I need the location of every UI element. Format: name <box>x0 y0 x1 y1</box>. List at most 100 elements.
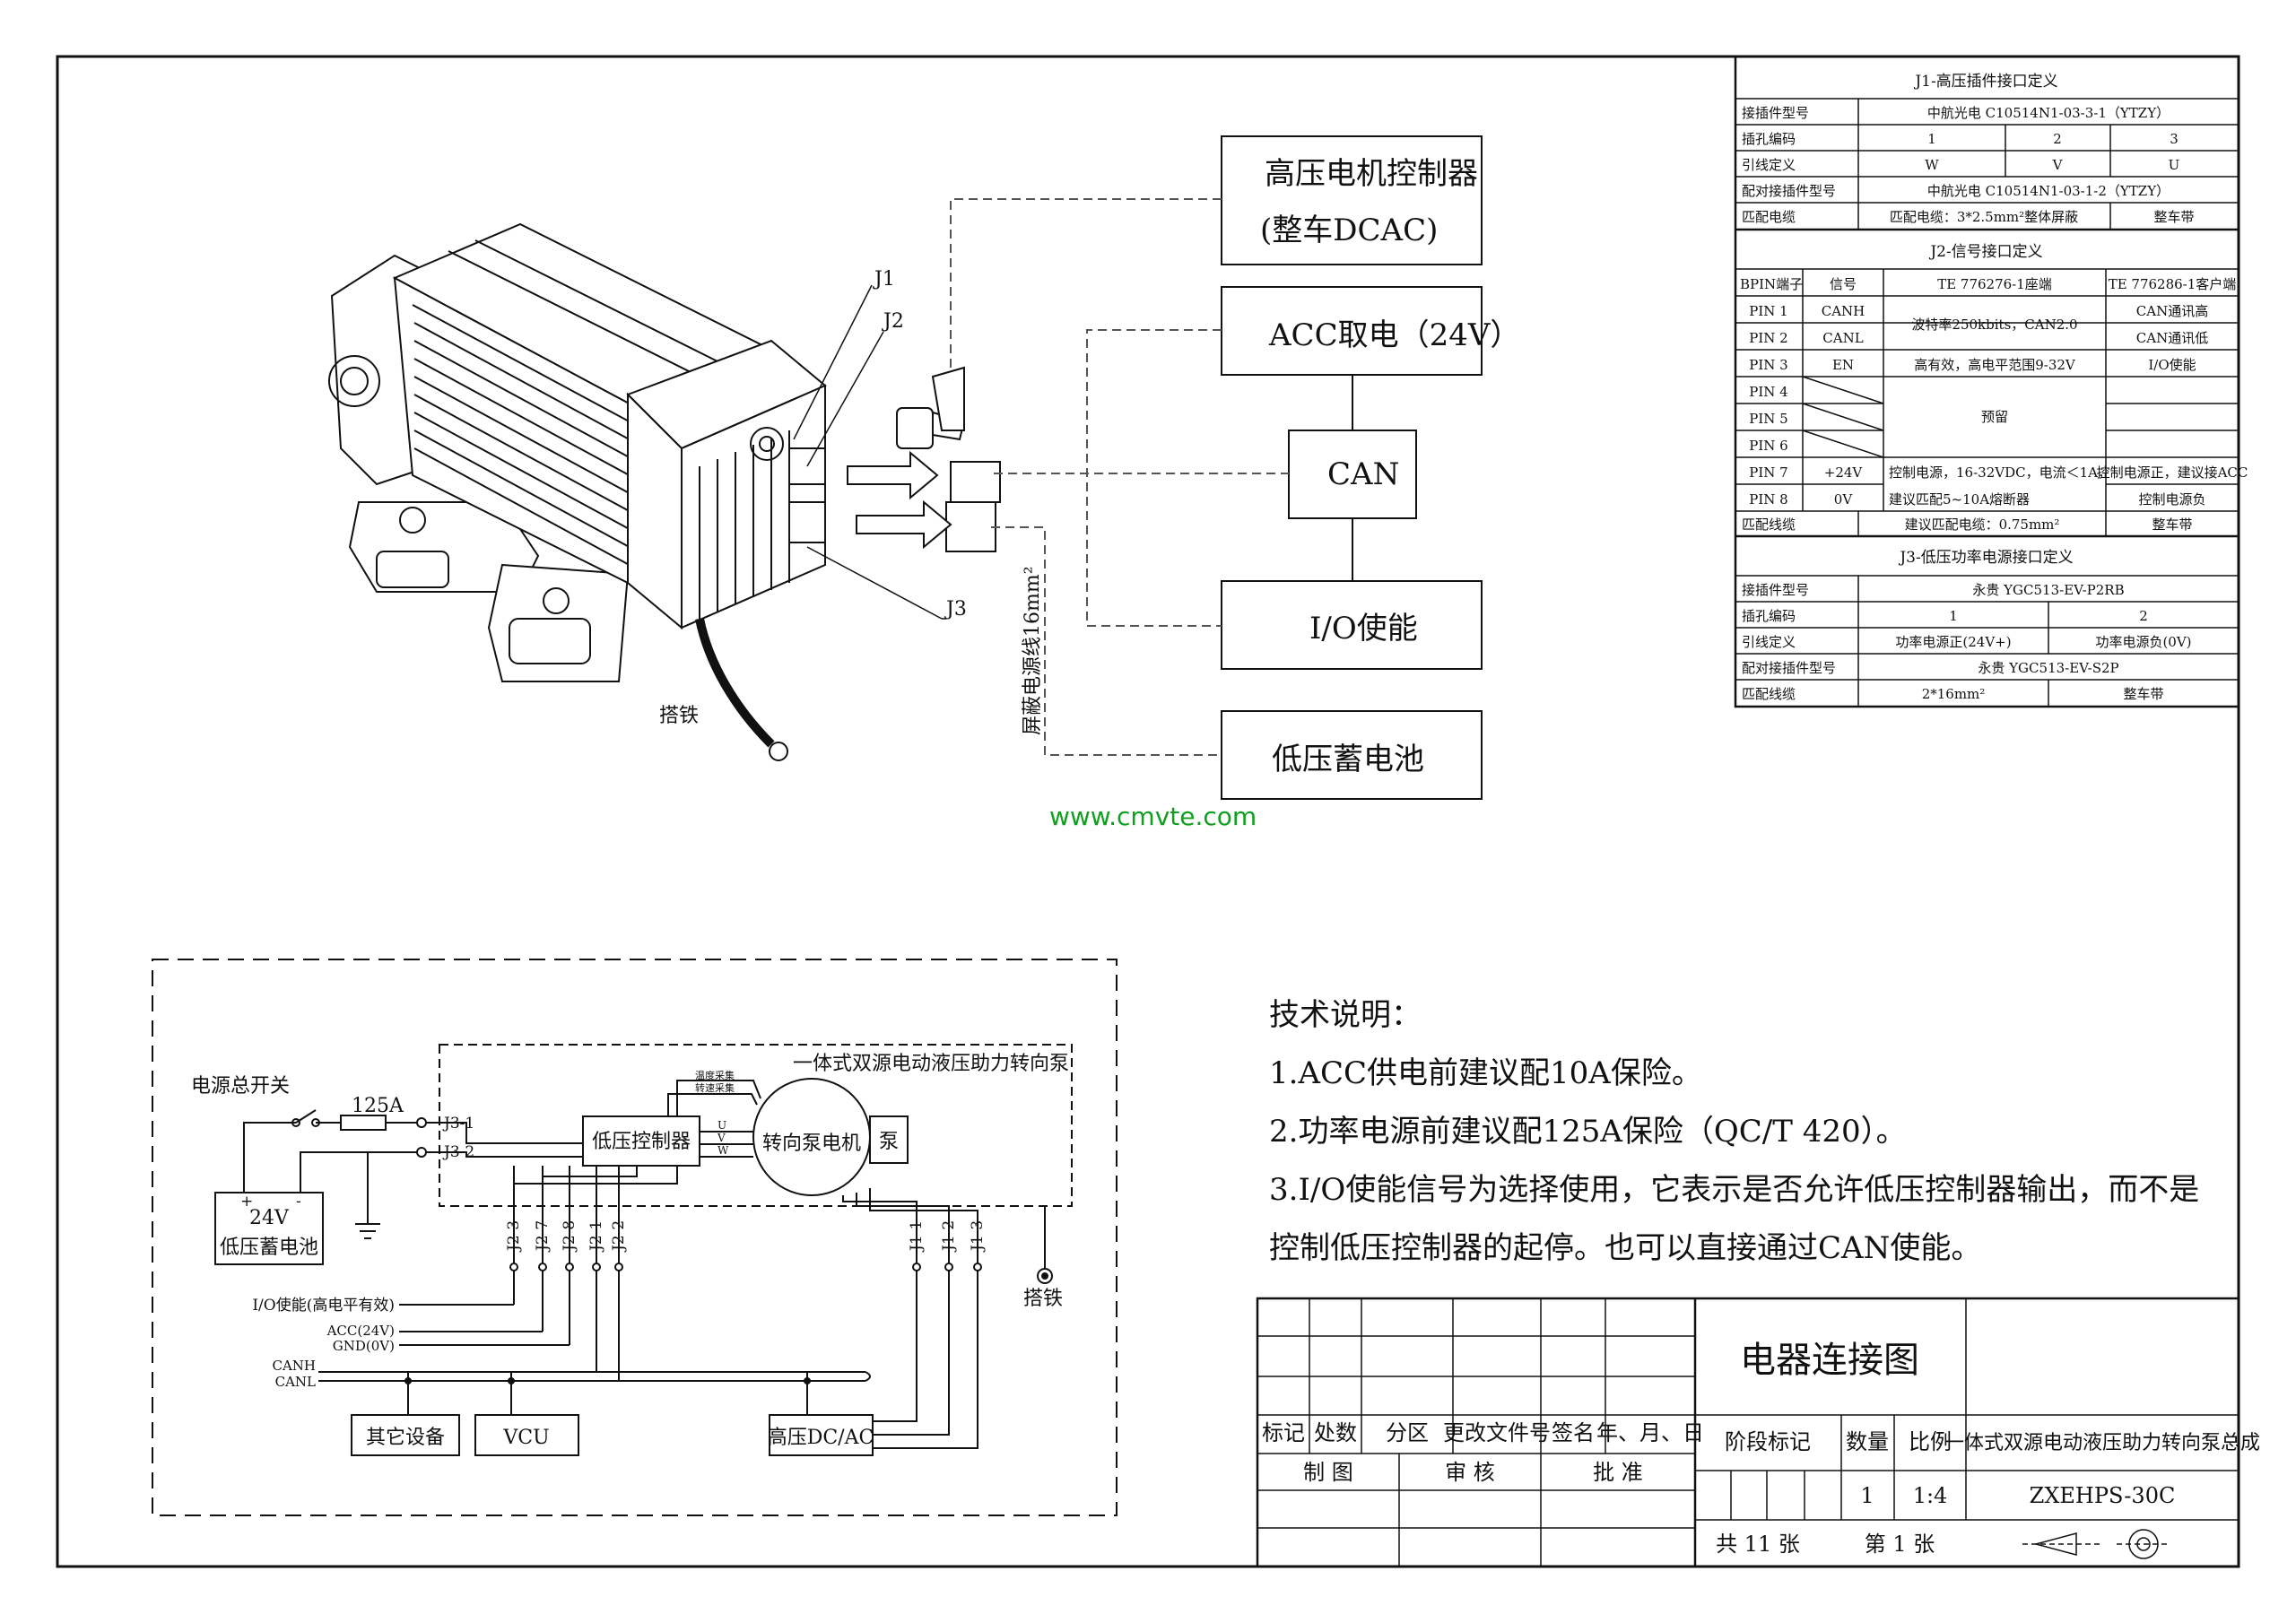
j2-desc-reserved: 预留 <box>1981 409 2008 425</box>
j2-h2: TE 776276-1座端 <box>1937 276 2052 292</box>
j1-r3-value: 中航光电 C10514N1-03-1-2（YTZY） <box>1927 183 2170 199</box>
j1-r0-label: 接插件型号 <box>1742 105 1809 121</box>
j3-2-label: J3-2 <box>442 1143 474 1161</box>
lead-j1-1: J1-1 <box>908 1220 926 1253</box>
fuse-label: 125A <box>352 1095 404 1117</box>
j3-r4-c1: 2*16mm² <box>1922 686 1986 702</box>
motor-controller-subtitle: (整车DCAC) <box>1260 213 1438 248</box>
sheet-frame <box>57 56 2239 1567</box>
pump-label: 泵 <box>879 1131 899 1153</box>
battery-block <box>215 1193 323 1264</box>
lead-j1-2: J1-2 <box>940 1220 958 1253</box>
j3-r0-label: 接插件型号 <box>1742 582 1809 598</box>
j1-r1-label: 插孔编码 <box>1742 131 1796 147</box>
j2-pin-7: PIN 7 <box>1749 464 1787 481</box>
j1-r4-vehicle: 整车带 <box>2153 209 2194 225</box>
j3-r2-c1: 功率电源正(24V+) <box>1895 634 2011 650</box>
revision-headers: 标记 处数 分区 更改文件号 签名 年、月、日 <box>1262 1420 1704 1445</box>
j2-h1: 信号 <box>1830 276 1857 292</box>
phase-u: U <box>718 1119 726 1132</box>
other-device-label: 其它设备 <box>366 1427 445 1449</box>
j3-r1-c2: 2 <box>2139 608 2148 624</box>
j2-h3: TE 776286-1客户端 <box>2109 276 2237 292</box>
battery-name: 低压蓄电池 <box>220 1237 318 1259</box>
lead-j2-7: J2-7 <box>534 1220 552 1253</box>
lv-controller-block <box>583 1116 700 1166</box>
j3-r3-label: 配对接插件型号 <box>1742 660 1836 676</box>
j2-client-3: I/O使能 <box>2148 357 2196 373</box>
motor-label: 转向泵电机 <box>762 1133 861 1155</box>
drawing-title: 电器连接图 <box>1740 1340 1919 1381</box>
sheet-number: 第 1 张 <box>1865 1532 1935 1557</box>
title-block-grid <box>1257 1298 2239 1567</box>
note-line-2: 2.功率电源前建议配125A保险（QC/T 420）。 <box>1269 1114 1907 1150</box>
j2-client-1: CAN通讯高 <box>2136 303 2208 319</box>
io-line-label: I/O使能(高电平有效) <box>252 1296 395 1315</box>
j2-sig-1: CANH <box>1822 303 1866 319</box>
rev-col-count: 处数 <box>1314 1420 1357 1445</box>
can-label: CAN <box>1327 456 1399 492</box>
scale-label: 比例 <box>1909 1429 1952 1454</box>
j1-r4-value: 匹配电缆：3*2.5mm²整体屏蔽 <box>1890 209 2078 225</box>
acc-label: ACC取电（24V） <box>1268 317 1520 353</box>
j2-title: J2-信号接口定义 <box>1928 243 2042 261</box>
j3-r2-c2: 功率电源负(0V) <box>2095 634 2191 650</box>
scale-value: 1:4 <box>1913 1483 1948 1508</box>
j3-r2-label: 引线定义 <box>1742 634 1796 650</box>
j2-client-2: CAN通讯低 <box>2136 330 2208 346</box>
battery-voltage: 24V <box>249 1207 290 1229</box>
rev-col-date: 年、月、日 <box>1596 1420 1704 1445</box>
j2-lead-labels: J2-3 J2-7 J2-8 J2-1 J2-2 <box>505 1220 628 1253</box>
ground-strap-label: 搭铁 <box>659 705 699 727</box>
j1-r2-c3: U <box>2169 157 2180 173</box>
lead-j2-2: J2-2 <box>610 1220 628 1253</box>
rev-col-zone: 分区 <box>1386 1420 1429 1445</box>
j3-1-label: J3-1 <box>442 1115 474 1133</box>
pump-block <box>870 1116 908 1163</box>
j3-r4-label: 匹配线缆 <box>1742 686 1796 702</box>
j2-callout: J2 <box>882 310 904 333</box>
product-name: 一体式双源电动液压助力转向泵总成 <box>1944 1432 2260 1454</box>
j1-r1-c2: 2 <box>2053 131 2062 147</box>
role-checked: 审 核 <box>1445 1460 1495 1485</box>
canl-label: CANL <box>275 1374 316 1390</box>
shield-cable-label: 屏蔽电源线16mm² <box>1022 566 1044 735</box>
pump-assembly-title: 一体式双源电动液压助力转向泵 <box>793 1053 1069 1075</box>
schematic-wiring <box>215 1079 1052 1455</box>
lead-j2-1: J2-1 <box>587 1220 605 1253</box>
gnd-line-label: GND(0V) <box>333 1338 395 1354</box>
schematic-frame <box>152 959 1117 1515</box>
j2-h0: BPIN端子 <box>1740 276 1803 292</box>
interface-tables <box>1735 56 2239 707</box>
watermark: www.cmvte.com <box>1049 802 1257 831</box>
j2-sig-2: CANL <box>1822 330 1863 346</box>
j2-cable-value: 建议匹配电缆：0.75mm² <box>1905 516 2060 533</box>
vcu-label: VCU <box>502 1427 549 1449</box>
battery-minus: - <box>296 1193 301 1211</box>
phase-v: V <box>717 1132 726 1144</box>
note-line-4: 控制低压控制器的起停。也可以直接通过CAN使能。 <box>1269 1230 1981 1266</box>
j2-client-7: 控制电源正，建议接ACC <box>2097 464 2248 481</box>
notes-title: 技术说明： <box>1269 997 1422 1033</box>
j3-r1-c1: 1 <box>1949 608 1958 624</box>
j2-sig-8: 0V <box>1834 491 1854 508</box>
j2-client-8: 控制电源负 <box>2138 491 2205 508</box>
j2-pin-5: PIN 5 <box>1749 411 1787 427</box>
j2-desc-can: 波特率250kbits，CAN2.0 <box>1911 317 2077 333</box>
j2-cable-label: 匹配线缆 <box>1742 516 1796 533</box>
j2-pin-2: PIN 2 <box>1749 330 1787 346</box>
battery-plus: + <box>240 1193 253 1211</box>
motor-controller-box <box>1222 136 1482 265</box>
j3-r3-value: 永贵 YGC513-EV-S2P <box>1978 660 2118 676</box>
j1-r1-c3: 3 <box>2170 131 2179 147</box>
j3-r4-c2: 整车带 <box>2123 686 2163 702</box>
rev-col-doc: 更改文件号 <box>1443 1420 1551 1445</box>
j1-r3-label: 配对接插件型号 <box>1742 183 1836 199</box>
lead-j1-3: J1-3 <box>969 1220 987 1253</box>
j3-title: J3-低压功率电源接口定义 <box>1898 549 2073 567</box>
quantity-label: 数量 <box>1846 1429 1889 1454</box>
j3-r1-label: 插孔编码 <box>1742 608 1796 624</box>
j1-r2-c2: V <box>2052 157 2064 173</box>
j2-desc-en: 高有效，高电平范围9-32V <box>1914 357 2076 373</box>
j1-r4-label: 匹配电缆 <box>1742 209 1796 225</box>
